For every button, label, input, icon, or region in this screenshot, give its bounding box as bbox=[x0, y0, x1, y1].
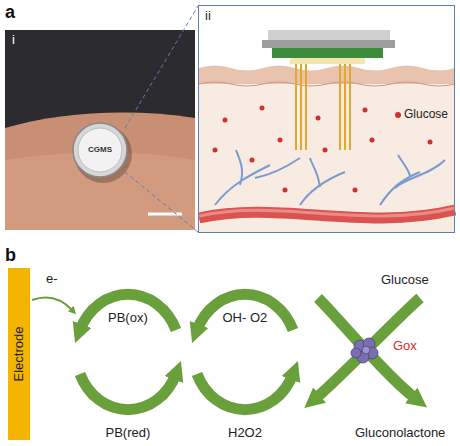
sensor-device bbox=[262, 30, 395, 150]
arm-photo bbox=[5, 30, 195, 230]
panel-letter: a bbox=[5, 3, 15, 23]
skin-section bbox=[199, 66, 455, 233]
species-label: PB(ox) bbox=[108, 311, 148, 325]
species-label: OH- O2 bbox=[223, 311, 268, 325]
molecule-label: Glucose bbox=[404, 108, 448, 121]
species-label: Glucose bbox=[381, 273, 429, 287]
species-label: Gluconolactone bbox=[355, 426, 445, 440]
electron-label: e- bbox=[46, 272, 58, 286]
node-label: Electrode bbox=[12, 327, 26, 382]
species-label: PB(red) bbox=[106, 426, 151, 440]
panel-letter: b bbox=[5, 246, 16, 266]
device-marking: CGMS bbox=[88, 146, 112, 155]
node-label: ii bbox=[205, 9, 211, 23]
electron-arrow bbox=[32, 298, 72, 310]
electrode-bar: Electrode bbox=[8, 268, 30, 440]
enzyme bbox=[351, 338, 378, 363]
enzyme-label: Gox bbox=[393, 339, 417, 353]
zoom-line bbox=[125, 172, 198, 232]
species-label: H2O2 bbox=[228, 426, 262, 440]
reaction-arrows bbox=[80, 294, 420, 409]
zoom-line bbox=[125, 6, 198, 128]
subpanel-number: i bbox=[12, 33, 15, 47]
